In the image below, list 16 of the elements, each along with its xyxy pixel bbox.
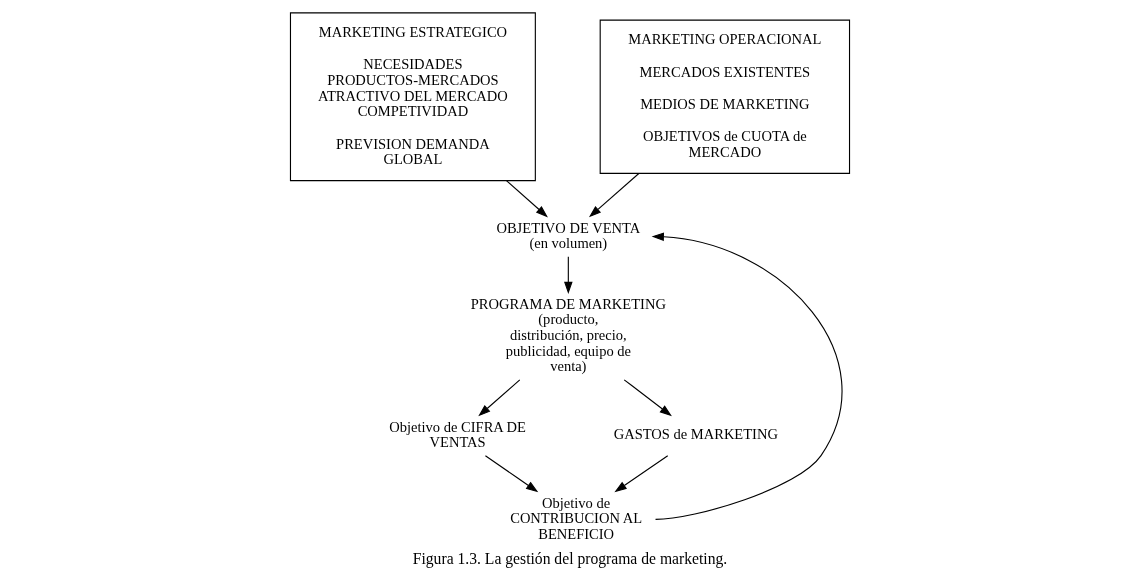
arrow: [478, 379, 521, 417]
arrow: [651, 232, 843, 520]
node-text: GASTOS de MARKETING: [613, 426, 778, 443]
arrow: [484, 455, 539, 493]
arrow: [588, 172, 640, 218]
caption: Figura 1.3. La gestión del programa de marketing.: [412, 550, 728, 568]
arrow: [623, 379, 672, 417]
node-box: MARKETING OPERACIONAL MERCADOS EXISTENTES MEDIOS DE MARKETING OBJETIVOS de CUOTA de MERCADO: [599, 19, 851, 174]
node-text: Objetivo de CONTRIBUCION AL BENEFICIO: [510, 494, 643, 542]
arrow: [564, 256, 573, 295]
arrow: [505, 180, 548, 218]
arrow: [614, 455, 669, 493]
node-box: MARKETING ESTRATEGICO NECESIDADES PRODUCTOS-MERCADOS ATRACTIVO DEL MERCADO COMPETIVIDAD PREVISION DEMANDA GLOBAL: [289, 12, 536, 182]
node-text: OBJETIVO DE VENTA (en volumen): [496, 219, 641, 252]
node-text: PROGRAMA DE MARKETING (producto, distribución, precio, publicidad, equipo de venta): [470, 295, 666, 375]
node-text: Objetivo de CIFRA DE VENTAS: [389, 418, 526, 451]
